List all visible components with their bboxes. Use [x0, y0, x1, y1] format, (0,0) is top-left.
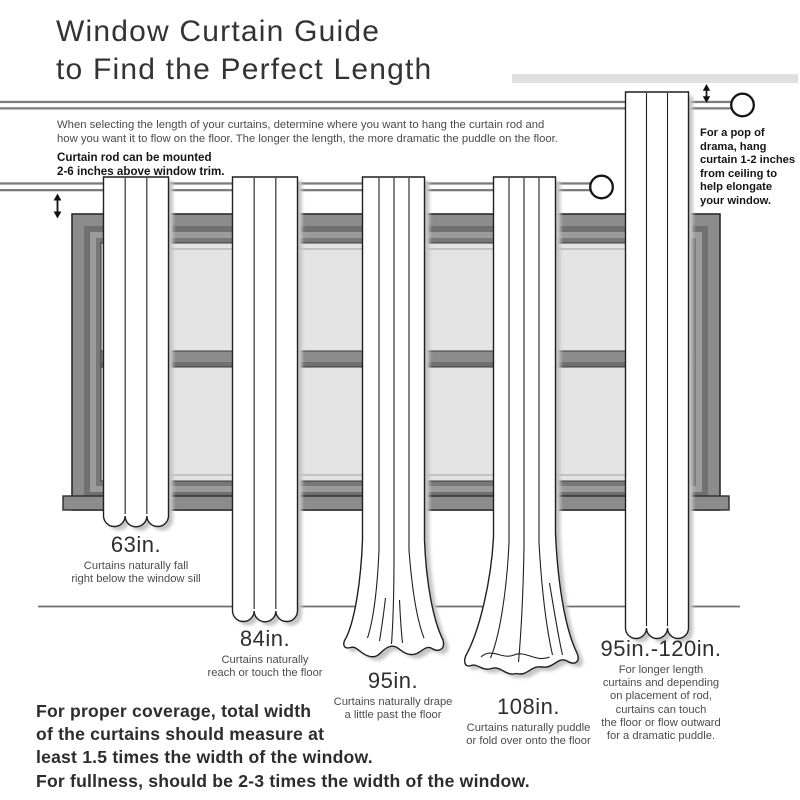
title-line-2: to Find the Perfect Length	[56, 52, 433, 86]
length-value: 108in.	[497, 694, 560, 719]
curtain-95-120in	[624, 91, 693, 643]
ceiling-gap-arrow-icon	[702, 84, 711, 103]
desc-line: Curtains naturally drape	[333, 696, 453, 708]
desc-line: for a dramatic puddle.	[606, 730, 716, 743]
intro-paragraph: When selecting the length of your curtai…	[57, 119, 558, 146]
desc-line: or fold over onto the floor	[466, 735, 591, 748]
footer-line: of the curtains should measure at	[36, 724, 325, 745]
ceiling-rod	[0, 92, 755, 118]
length-label-95-120in: 95in.-120in. For longer length curtains …	[582, 637, 740, 743]
footer-line: For proper coverage, total width	[36, 701, 312, 721]
length-description: For longer length curtains and depending…	[582, 664, 740, 743]
length-description: Curtains naturally reach or touch the fl…	[190, 654, 340, 680]
length-label-63in: 63in. Curtains naturally fall right belo…	[61, 533, 211, 586]
curtain-95in	[343, 176, 449, 661]
curtain-108in	[463, 176, 584, 679]
rod-note-line-1: Curtain rod can be mounted	[57, 151, 212, 164]
length-description: Curtains naturally fall right below the …	[61, 560, 211, 586]
length-description: Curtains naturally puddle or fold over o…	[451, 722, 606, 748]
ceiling-hang-note: For a pop of drama, hang curtain 1-2 inc…	[700, 127, 800, 208]
curtain-rod-finial	[589, 174, 614, 200]
ceiling-note-line: your window.	[700, 194, 772, 207]
footer-line: least 1.5 times the width of the window.	[36, 747, 373, 768]
ceiling-note-line: from ceiling to	[700, 167, 778, 180]
intro-line-2: how you want it to flow on the floor. Th…	[57, 132, 558, 145]
length-label-84in: 84in. Curtains naturally reach or touch …	[190, 627, 340, 680]
desc-line: Curtains naturally puddle	[466, 722, 591, 734]
length-description: Curtains naturally drape a little past t…	[318, 696, 468, 722]
desc-line: on placement of rod,	[610, 690, 712, 703]
curtain-84in	[231, 176, 302, 626]
rod-note-line-2: 2-6 inches above window trim.	[57, 164, 225, 178]
length-label-108in: 108in. Curtains naturally puddle or fold…	[451, 695, 606, 748]
ceiling-note-line: curtain 1-2 inches	[700, 154, 796, 166]
footer-line: For fullness, should be 2-3 times the wi…	[36, 770, 530, 791]
length-label-95in: 95in. Curtains naturally drape a little …	[318, 669, 468, 722]
desc-line: the floor or flow outward	[601, 716, 721, 729]
desc-line: Curtains naturally	[221, 654, 309, 666]
page-title: Window Curtain Guide to Find the Perfect…	[56, 13, 432, 88]
length-value: 63in.	[110, 532, 162, 557]
intro-line-1: When selecting the length of your curtai…	[57, 119, 545, 131]
curtain-63in	[102, 176, 173, 531]
ceiling-rod-finial	[730, 92, 755, 118]
desc-line: curtains can touch	[615, 703, 707, 716]
desc-line: For longer length	[618, 664, 704, 676]
rod-mount-arrow-icon	[53, 193, 62, 219]
length-value: 84in.	[239, 626, 291, 651]
desc-line: curtains and depending	[602, 677, 720, 690]
ceiling-note-line: help elongate	[700, 181, 773, 193]
desc-line: reach or touch the floor	[207, 667, 323, 680]
title-line-1: Window Curtain Guide	[56, 15, 381, 48]
desc-line: Curtains naturally fall	[83, 560, 189, 572]
ceiling-note-line: For a pop of	[700, 127, 765, 139]
ceiling-bar	[512, 74, 798, 83]
desc-line: right below the window sill	[71, 573, 201, 586]
rod-mount-note: Curtain rod can be mounted 2-6 inches ab…	[57, 151, 225, 179]
length-value: 95in.	[367, 668, 419, 693]
coverage-note: For proper coverage, total width of the …	[36, 700, 530, 793]
desc-line: a little past the floor	[344, 709, 442, 722]
length-value: 95in.-120in.	[600, 636, 722, 661]
ceiling-note-line: drama, hang	[700, 140, 767, 153]
